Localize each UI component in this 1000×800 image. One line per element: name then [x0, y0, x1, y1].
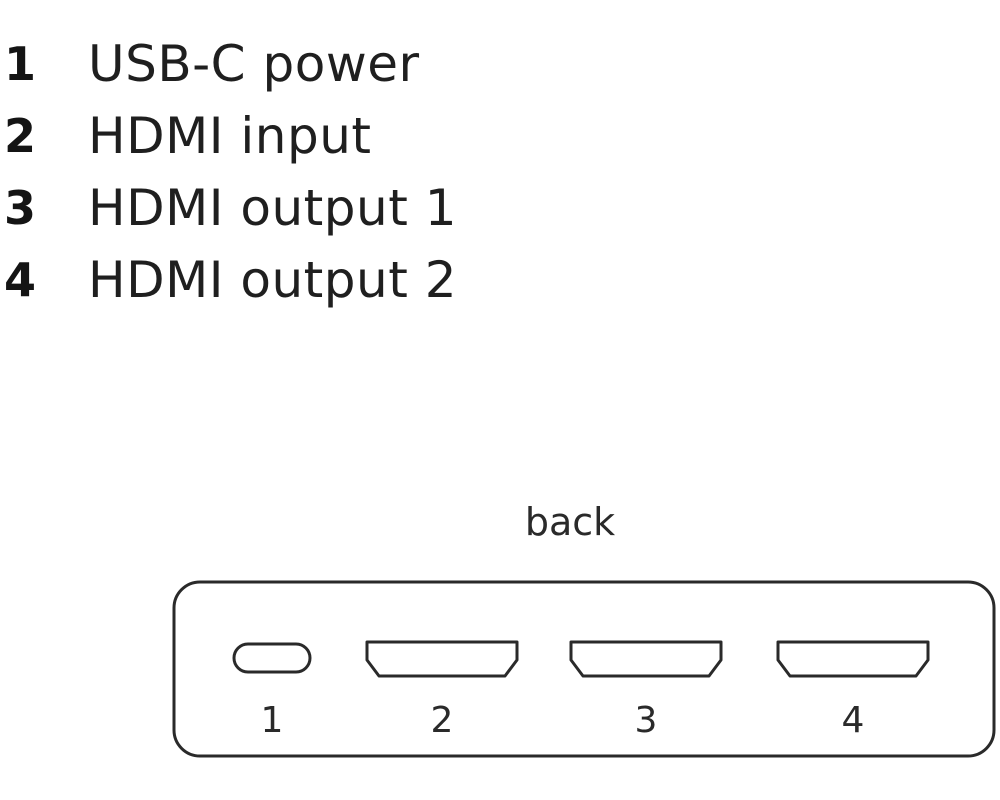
- legend-number: 4: [4, 253, 37, 307]
- port-number-label: 1: [261, 700, 284, 741]
- legend-label: USB-C power: [88, 35, 420, 93]
- port-number-label: 2: [431, 700, 454, 741]
- legend-number: 3: [4, 181, 37, 235]
- hdmi-port-icon: [569, 640, 723, 678]
- usb-c-port-icon: [232, 642, 312, 674]
- legend-item-usb-c-power: 1 USB-C power: [4, 28, 457, 100]
- legend-label: HDMI output 2: [88, 251, 457, 309]
- legend-label: HDMI output 1: [88, 179, 457, 237]
- legend-item-hdmi-output-2: 4 HDMI output 2: [4, 244, 457, 316]
- legend-item-hdmi-output-1: 3 HDMI output 1: [4, 172, 457, 244]
- hdmi-port-icon: [365, 640, 519, 678]
- legend-number: 1: [4, 37, 37, 91]
- port-legend: 1 USB-C power 2 HDMI input 3 HDMI output…: [4, 28, 457, 316]
- port-number-label: 3: [635, 700, 658, 741]
- legend-number: 2: [4, 109, 37, 163]
- legend-item-hdmi-input: 2 HDMI input: [4, 100, 457, 172]
- device-side-label: back: [524, 500, 616, 544]
- hdmi-port-icon: [776, 640, 930, 678]
- device-body-outline: [172, 580, 996, 758]
- port-number-label: 4: [842, 700, 865, 741]
- legend-label: HDMI input: [88, 107, 372, 165]
